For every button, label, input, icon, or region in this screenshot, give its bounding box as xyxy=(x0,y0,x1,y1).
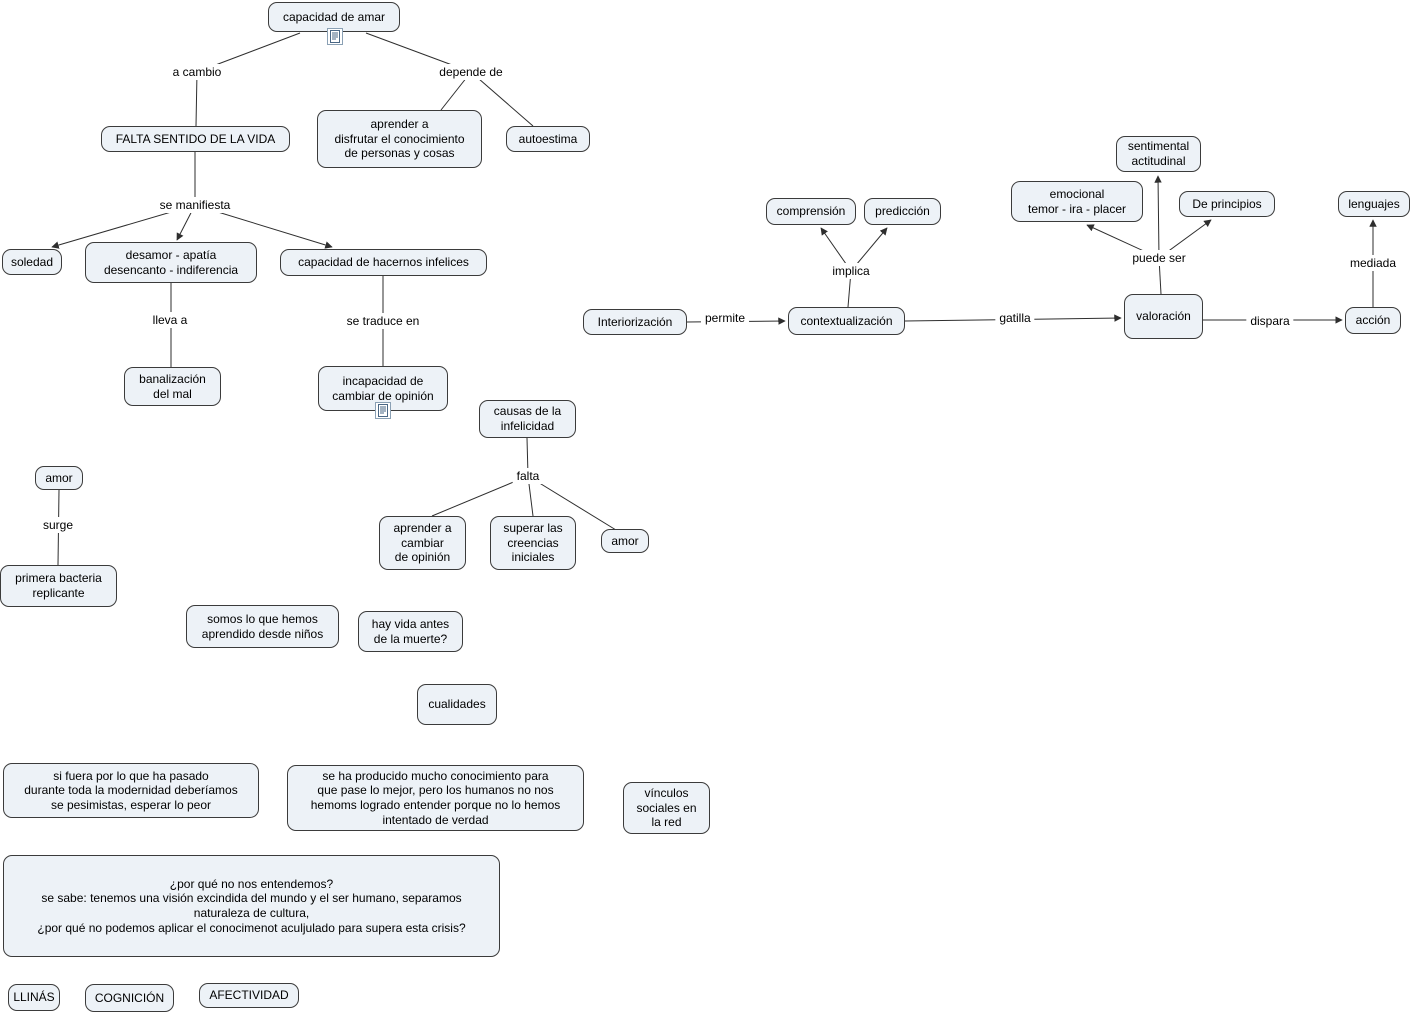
node-se-ha-producido-conocimiento[interactable]: se ha producido mucho conocimiento para … xyxy=(287,765,584,831)
node-accion[interactable]: acción xyxy=(1345,307,1401,334)
edge-line xyxy=(527,475,617,531)
node-de-principios[interactable]: De principios xyxy=(1179,191,1275,217)
resource-document-icon[interactable] xyxy=(375,402,391,419)
node-falta-sentido-de-la-vida[interactable]: FALTA SENTIDO DE LA VIDA xyxy=(101,126,290,152)
node-sentimental-actitudinal[interactable]: sentimental actitudinal xyxy=(1116,136,1201,172)
node-superar-creencias-iniciales[interactable]: superar las creencias iniciales xyxy=(490,516,576,570)
node-interiorizacion[interactable]: Interiorización xyxy=(583,309,687,335)
node-amor-right[interactable]: amor xyxy=(601,529,649,553)
node-soledad[interactable]: soledad xyxy=(2,249,62,275)
node-valoracion[interactable]: valoración xyxy=(1124,294,1203,339)
node-llinas[interactable]: LLINÁS xyxy=(8,984,60,1011)
node-autoestima[interactable]: autoestima xyxy=(506,126,590,152)
document-icon xyxy=(375,402,391,419)
node-contextualizacion[interactable]: contextualización xyxy=(788,307,905,335)
edge-line xyxy=(470,71,534,127)
edge-line xyxy=(431,475,529,517)
node-si-fuera-por-lo-pasado[interactable]: si fuera por lo que ha pasado durante to… xyxy=(3,763,259,818)
link-label-implica[interactable]: implica xyxy=(828,263,874,279)
resource-document-icon[interactable] xyxy=(327,28,343,45)
node-vinculos-sociales-en-la-red[interactable]: vínculos sociales en la red xyxy=(623,782,710,834)
node-hay-vida-antes-de-la-muerte[interactable]: hay vida antes de la muerte? xyxy=(358,611,463,652)
link-label-puede-ser[interactable]: puede ser xyxy=(1128,250,1190,266)
node-cualidades[interactable]: cualidades xyxy=(417,684,497,725)
node-emocional-temor-ira-placer[interactable]: emocional temor - ira - placer xyxy=(1011,181,1143,222)
node-por-que-no-nos-entendemos[interactable]: ¿por qué no nos entendemos? se sabe: ten… xyxy=(3,855,500,957)
node-desamor-apatia[interactable]: desamor - apatía desencanto - indiferenc… xyxy=(85,242,257,283)
node-afectividad[interactable]: AFECTIVIDAD xyxy=(199,983,299,1008)
link-label-se-manifiesta[interactable]: se manifiesta xyxy=(155,197,235,213)
node-capacidad-de-amar[interactable]: capacidad de amar xyxy=(268,2,400,32)
node-aprender-a-cambiar-de-opinion[interactable]: aprender a cambiar de opinión xyxy=(379,516,466,570)
link-label-falta[interactable]: falta xyxy=(512,468,544,484)
node-lenguajes[interactable]: lenguajes xyxy=(1338,191,1410,217)
node-somos-lo-que-hemos-aprendido[interactable]: somos lo que hemos aprendido desde niños xyxy=(186,605,339,648)
node-amor-left[interactable]: amor xyxy=(35,466,83,490)
link-label-depende-de[interactable]: depende de xyxy=(435,64,507,80)
link-label-se-traduce-en[interactable]: se traduce en xyxy=(342,313,424,329)
link-label-mediada[interactable]: mediada xyxy=(1345,255,1401,271)
link-label-surge[interactable]: surge xyxy=(38,517,78,533)
link-label-permite[interactable]: permite xyxy=(700,310,750,326)
link-label-a-cambio[interactable]: a cambio xyxy=(168,64,226,80)
node-cognicion[interactable]: COGNICIÓN xyxy=(85,984,174,1012)
link-label-lleva-a[interactable]: lleva a xyxy=(148,312,192,328)
document-icon xyxy=(327,28,343,45)
link-label-dispara[interactable]: dispara xyxy=(1246,313,1294,329)
node-banalizacion-del-mal[interactable]: banalización del mal xyxy=(124,367,221,406)
node-primera-bacteria-replicante[interactable]: primera bacteria replicante xyxy=(0,565,117,607)
node-causas-de-la-infelicidad[interactable]: causas de la infelicidad xyxy=(479,400,576,438)
node-aprender-a-disfrutar[interactable]: aprender a disfrutar el conocimiento de … xyxy=(317,110,482,168)
node-comprension[interactable]: comprensión xyxy=(766,198,856,225)
node-prediccion[interactable]: predicción xyxy=(864,198,941,225)
edge-line xyxy=(1154,175,1162,259)
node-capacidad-hacernos-infelices[interactable]: capacidad de hacernos infelices xyxy=(280,249,487,276)
link-label-gatilla[interactable]: gatilla xyxy=(995,310,1035,326)
